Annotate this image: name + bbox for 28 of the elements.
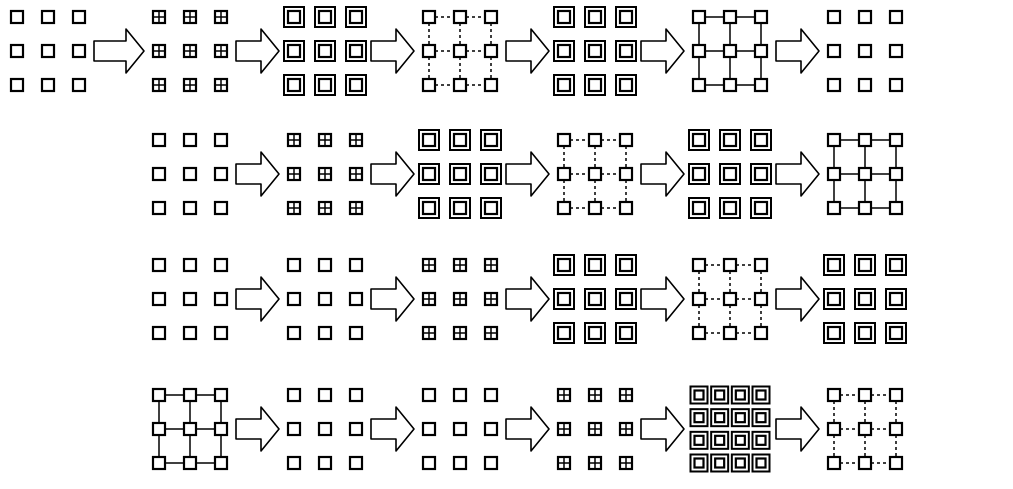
- block-arrow: [505, 28, 550, 74]
- block-arrow: [235, 406, 280, 452]
- block-arrow: [775, 276, 820, 322]
- square-pattern-drawing: [687, 383, 773, 475]
- block-arrow: [235, 28, 280, 74]
- block-arrow: [505, 276, 550, 322]
- square-pattern-drawing: [552, 253, 638, 345]
- block-arrow: [640, 406, 685, 452]
- block-arrow: [640, 276, 685, 322]
- block-arrow: [370, 276, 415, 322]
- block-arrow: [505, 406, 550, 452]
- block-arrow: [235, 276, 280, 322]
- square-pattern-drawing: [552, 5, 638, 97]
- block-arrow: [505, 151, 550, 197]
- block-arrow: [775, 151, 820, 197]
- block-arrow: [370, 151, 415, 197]
- square-pattern-drawing: [282, 5, 368, 97]
- block-arrow: [640, 28, 685, 74]
- square-pattern-drawing: [687, 128, 773, 220]
- square-pattern-drawing: [822, 253, 908, 345]
- block-arrow: [775, 28, 820, 74]
- block-arrow: [640, 151, 685, 197]
- square-pattern-drawing: [417, 128, 503, 220]
- block-arrow: [775, 406, 820, 452]
- block-arrow: [235, 151, 280, 197]
- block-arrow: [93, 28, 145, 74]
- block-arrow: [370, 406, 415, 452]
- block-arrow: [370, 28, 415, 74]
